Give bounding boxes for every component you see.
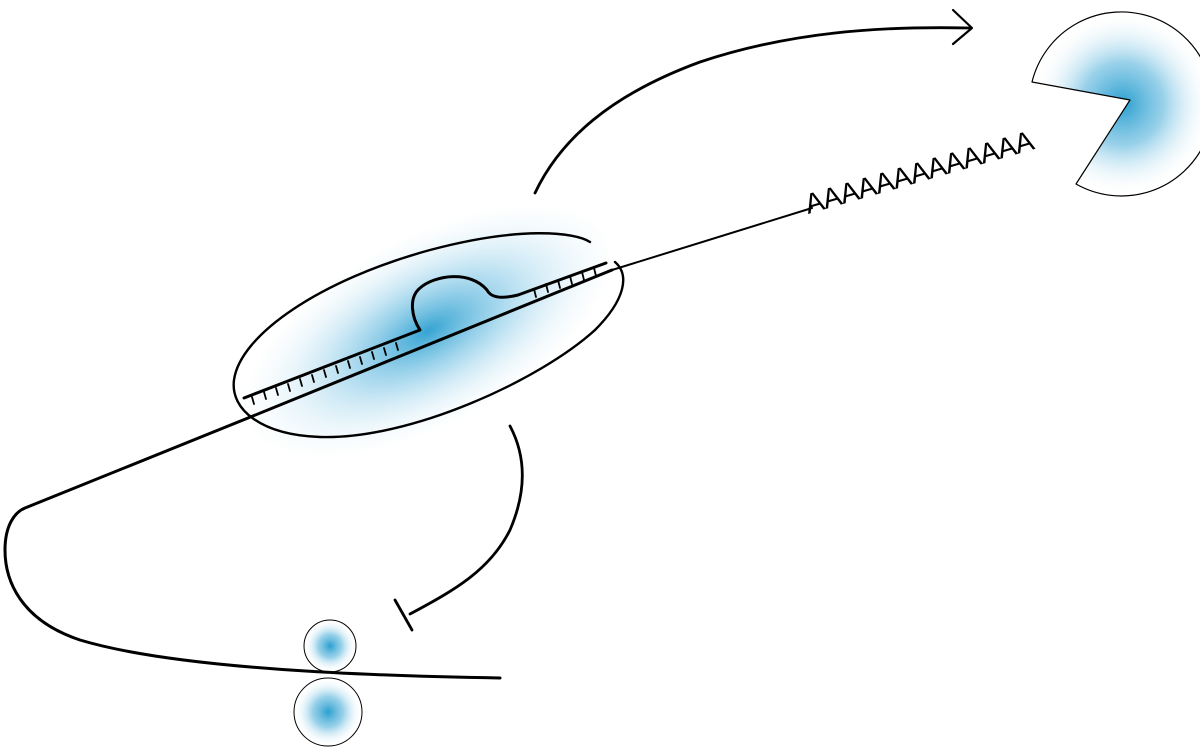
silencing-complex <box>208 156 648 506</box>
ribosome-large-subunit <box>294 678 362 746</box>
ribosome-small-subunit <box>304 620 356 672</box>
deadenylase-pacman <box>1032 12 1200 196</box>
poly-a-label: AAAAAAAAAAAAA <box>801 125 1037 220</box>
poly-a-tail: AAAAAAAAAAAAA <box>801 125 1037 220</box>
inhibition-arrow <box>395 426 522 630</box>
